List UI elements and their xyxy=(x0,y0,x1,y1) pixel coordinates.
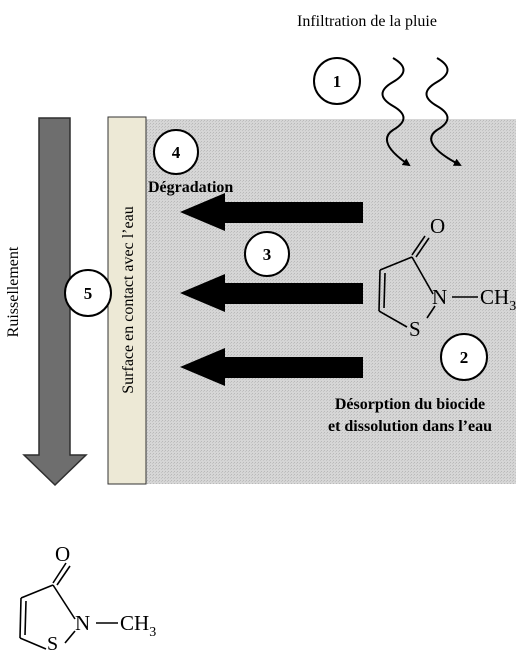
rain-infiltration-label: Infiltration de la pluie xyxy=(297,13,437,30)
rain-wave-arrow-right xyxy=(425,57,462,166)
mit-methyl-group: CH3 xyxy=(480,285,516,314)
surface-label: Surface en contact avec l’eau xyxy=(120,206,137,393)
biocide-molecule-standalone: O N S CH3 xyxy=(19,542,156,651)
flux-arrow-middle xyxy=(180,274,363,312)
step-4-badge: 4 xyxy=(153,129,199,175)
water-contact-surface xyxy=(107,116,147,485)
runoff-arrow xyxy=(22,117,88,487)
biocide-molecule-in-matrix: O N S CH3 xyxy=(378,214,516,341)
step-4-number: 4 xyxy=(172,143,181,162)
step-2-number: 2 xyxy=(460,348,469,367)
step-1-badge: 1 xyxy=(313,57,361,105)
standalone-oxygen-atom: O xyxy=(55,542,70,566)
step-5-badge: 5 xyxy=(64,269,112,317)
standalone-nitrogen-atom: N xyxy=(75,611,90,635)
mit-nitrogen-atom: N xyxy=(432,285,447,309)
step-5-number: 5 xyxy=(84,284,93,303)
standalone-methyl-group: CH3 xyxy=(120,611,156,640)
desorption-label-line2: et dissolution dans l’eau xyxy=(328,418,492,435)
step-3-badge: 3 xyxy=(244,231,290,277)
step-2-badge: 2 xyxy=(440,333,488,381)
desorption-label-line1: Désorption du biocide xyxy=(335,396,485,413)
degradation-label: Dégradation xyxy=(148,179,233,196)
flux-arrow-top xyxy=(180,193,363,231)
mit-oxygen-atom: O xyxy=(430,214,445,238)
mit-sulfur-atom: S xyxy=(409,317,421,341)
rain-wave-arrow-left xyxy=(381,57,411,167)
step-1-number: 1 xyxy=(333,72,342,91)
flux-arrow-bottom xyxy=(180,348,363,386)
standalone-sulfur-atom: S xyxy=(47,633,58,651)
runoff-label: Ruissellement xyxy=(5,246,22,337)
step-3-number: 3 xyxy=(263,245,272,264)
